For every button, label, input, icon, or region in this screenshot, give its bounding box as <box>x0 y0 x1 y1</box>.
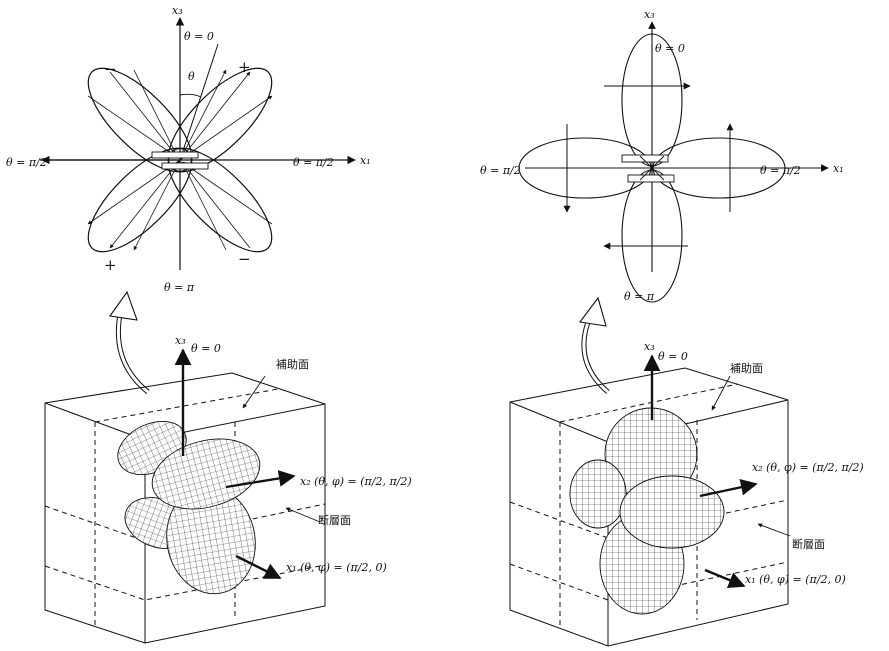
theta-half-right-label: θ = π/2 <box>760 164 801 177</box>
lobe-right <box>652 137 786 199</box>
p-wave-motion-arrows <box>87 69 273 251</box>
s-wave-mesh-lobes <box>569 407 725 615</box>
p-wave-mesh-lobes <box>117 421 261 595</box>
s-wave-3d-box-diagram: x₃ θ = 0 補助面 x₂ (θ, φ) = (π/2, π/2) 断層面 … <box>509 296 864 647</box>
x1-axis-line <box>704 568 746 589</box>
mesh-lobe-upper-right <box>151 438 261 510</box>
nodal-cross-b <box>639 155 665 181</box>
x1-label: x₁ <box>360 154 371 167</box>
x1-axis-line <box>235 554 282 580</box>
fault-plane-label: 断層面 <box>318 513 351 527</box>
theta-pi-label: θ = π <box>624 290 655 303</box>
fault-plane-label: 断層面 <box>792 537 825 551</box>
fault-plane-pointer <box>285 507 321 523</box>
theta-half-left-label: θ = π/2 <box>480 164 521 177</box>
theta-zero-label: θ = 0 <box>655 42 685 55</box>
fault-slip-arrow-upper <box>151 151 199 159</box>
theta-angle-arc <box>179 93 202 98</box>
mesh-lobe-left <box>569 459 627 529</box>
aux-plane-pointer <box>711 375 731 411</box>
x3-label: x₃ <box>644 340 655 353</box>
lobe-left <box>518 137 652 199</box>
fault-slip-arrow-upper <box>621 154 669 163</box>
fault-slip-arrow-lower <box>627 174 675 183</box>
theta-zero-label: θ = 0 <box>184 30 214 43</box>
x2-axis-line <box>225 470 296 489</box>
aux-plane-pointer <box>242 375 266 409</box>
fault-plane-pointer <box>757 523 791 537</box>
x3-label: x₃ <box>644 8 655 21</box>
mesh-lobe-right <box>619 475 725 549</box>
theta-pi-label: θ = π <box>164 281 195 294</box>
sign-minus-lower-right: − <box>238 250 251 268</box>
s-wave-radiation-diagram: x₃ θ = 0 θ = π/2 θ = π/2 x₁ θ = π <box>480 8 844 303</box>
theta-half-left-label: θ = π/2 <box>6 156 47 169</box>
x1-label: x₁ <box>833 162 844 175</box>
x2-coordinate-label: x₂ (θ, φ) = (π/2, π/2) <box>300 475 412 488</box>
p-wave-3d-box-diagram: x₃ θ = 0 補助面 x₂ (θ, φ) = (π/2, π/2) 断層面 … <box>44 290 412 644</box>
sign-plus-upper-right: + <box>238 58 251 76</box>
sign-plus-lower-left: + <box>104 256 117 274</box>
theta-zero-label: θ = 0 <box>658 350 688 363</box>
x1-coordinate-label: x₁ (θ, φ) = (π/2, 0) <box>286 561 387 574</box>
theta-half-right-label: θ = π/2 <box>293 156 334 169</box>
sign-minus-upper-left: − <box>104 60 117 78</box>
s-wave-motion-arrows <box>563 82 734 250</box>
theta-mark-label: θ <box>188 70 195 83</box>
x3-label: x₃ <box>175 334 186 347</box>
s-wave-lobes <box>518 33 786 303</box>
aux-plane-label: 補助面 <box>276 357 309 371</box>
transition-arrow-head <box>109 290 138 321</box>
x1-coordinate-label: x₁ (θ, φ) = (π/2, 0) <box>745 573 846 586</box>
aux-plane-label: 補助面 <box>730 361 763 375</box>
lobe-top <box>621 33 683 167</box>
transition-arrow-head <box>579 296 607 327</box>
x2-axis-line <box>699 478 758 498</box>
theta-zero-label: θ = 0 <box>191 342 221 355</box>
fault-slip-arrow-lower <box>161 162 209 170</box>
lobe-bottom <box>621 169 683 303</box>
x2-coordinate-label: x₂ (θ, φ) = (π/2, π/2) <box>752 461 864 474</box>
p-wave-radiation-diagram: x₃ θ = 0 θ θ = π/2 θ = π/2 x₁ θ = π − + … <box>6 4 371 294</box>
x3-label: x₃ <box>172 4 183 17</box>
